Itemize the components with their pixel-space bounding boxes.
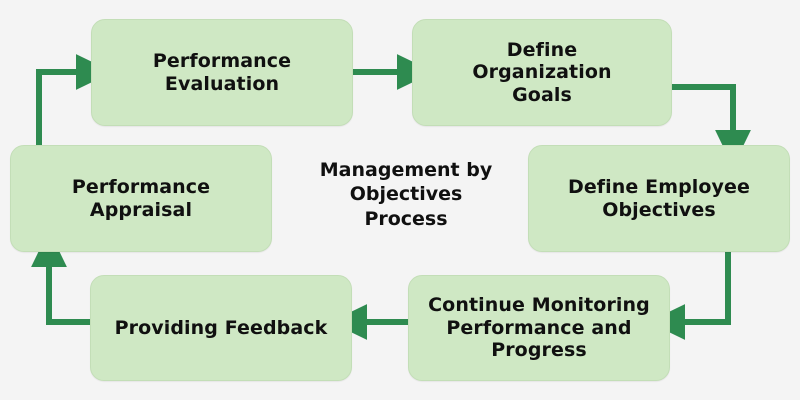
arrow-appraisal-to-evaluation [36, 54, 113, 150]
node-performance-evaluation[interactable]: Performance Evaluation [91, 19, 353, 126]
diagram-title: Management by Objectives Process [319, 159, 493, 230]
node-label: Performance Appraisal [71, 176, 211, 221]
node-providing-feedback[interactable]: Providing Feedback [90, 275, 352, 381]
node-label: Define Organization Goals [472, 38, 612, 106]
node-label: Define Employee Objectives [567, 176, 751, 221]
node-define-organization-goals[interactable]: Define Organization Goals [412, 19, 672, 126]
node-label: Performance Evaluation [152, 50, 292, 95]
node-define-employee-objectives[interactable]: Define Employee Objectives [528, 145, 790, 252]
arrow-feedback-to-appraisal [31, 230, 90, 325]
node-performance-appraisal[interactable]: Performance Appraisal [10, 145, 272, 252]
node-continue-monitoring-performance-and-progress[interactable]: Continue Monitoring Performance and Prog… [408, 275, 670, 381]
node-label: Continue Monitoring Performance and Prog… [428, 294, 650, 362]
arrow-employee-objectives-to-monitoring [648, 252, 731, 340]
node-label: Providing Feedback [114, 316, 328, 339]
arrow-goals-to-employee-objectives [672, 84, 751, 167]
